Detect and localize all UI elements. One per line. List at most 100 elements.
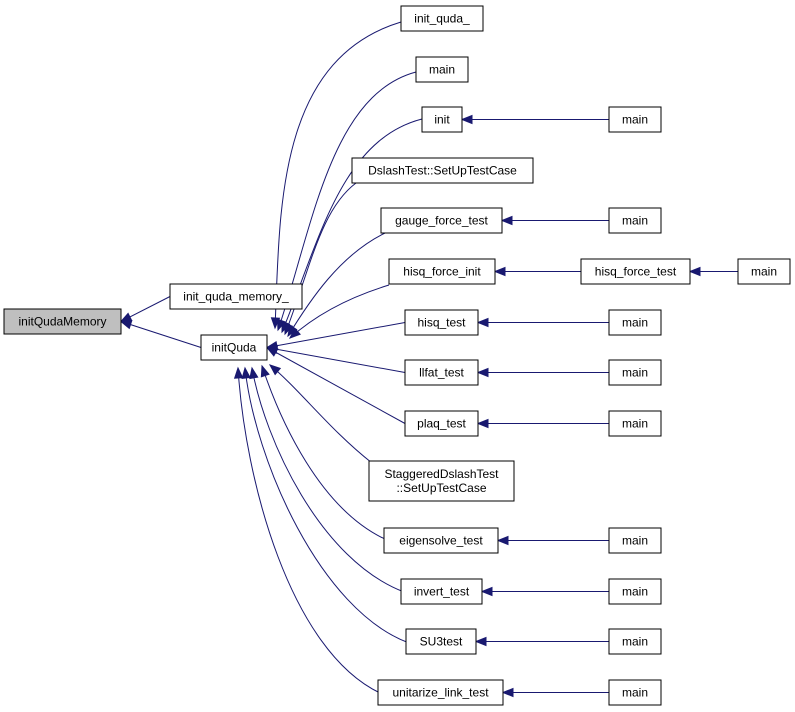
- node-plaq_test[interactable]: plaq_test: [404, 410, 479, 437]
- node-label: main: [622, 585, 648, 599]
- edge-main_hisq_force-to-hisq_force_test: [688, 266, 738, 277]
- edge-line: [274, 21, 402, 329]
- node-box[interactable]: [421, 106, 463, 133]
- node-box[interactable]: [400, 5, 484, 32]
- node-box[interactable]: [380, 207, 503, 234]
- node-main_gauge[interactable]: main: [608, 207, 662, 234]
- edge-SU3test-to-initQuda: [241, 366, 410, 644]
- edge-line: [261, 365, 388, 541]
- node-box[interactable]: [580, 258, 691, 285]
- edge-arrowhead: [476, 367, 489, 378]
- edge-arrowhead: [496, 535, 509, 546]
- node-label: llfat_test: [419, 366, 464, 380]
- node-box[interactable]: [608, 679, 662, 706]
- edge-line: [251, 367, 405, 593]
- node-label: main: [751, 265, 777, 279]
- node-box[interactable]: [200, 334, 268, 361]
- node-box[interactable]: [388, 258, 496, 285]
- edge-arrowhead: [233, 366, 244, 379]
- node-main_eigen[interactable]: main: [608, 527, 662, 554]
- edge-arrowhead: [688, 266, 701, 277]
- edge-StaggeredDslashTest_SetUpTestCase-to-initQuda: [268, 364, 373, 464]
- node-label: main: [622, 635, 648, 649]
- edge-hisq_force_test-to-hisq_force_init: [493, 266, 581, 277]
- node-label: main: [622, 214, 648, 228]
- node-label: hisq_force_test: [595, 265, 677, 279]
- node-box[interactable]: [405, 628, 477, 655]
- edge-arrowhead: [474, 636, 487, 647]
- edge-arrowhead: [249, 366, 259, 380]
- edge-main_llfat-to-llfat_test: [476, 367, 609, 378]
- node-main_invert[interactable]: main: [608, 578, 662, 605]
- node-label: initQudaMemory: [18, 315, 106, 329]
- node-SU3test[interactable]: SU3test: [405, 628, 477, 655]
- node-main_unitarize[interactable]: main: [608, 679, 662, 706]
- node-box[interactable]: [608, 578, 662, 605]
- edge-arrowhead: [476, 418, 489, 429]
- edge-arrowhead: [493, 266, 506, 277]
- node-label: unitarize_link_test: [392, 686, 489, 700]
- node-label: main: [429, 63, 455, 77]
- node-initQuda[interactable]: initQuda: [200, 334, 268, 361]
- node-box[interactable]: [368, 460, 515, 502]
- node-label: main: [622, 417, 648, 431]
- edge-main_su3-to-SU3test: [474, 636, 609, 647]
- node-box[interactable]: [3, 308, 122, 335]
- node-label: eigensolve_test: [399, 534, 483, 548]
- node-box[interactable]: [377, 679, 504, 706]
- node-box[interactable]: [351, 157, 534, 184]
- edge-arrowhead: [265, 346, 279, 357]
- node-DslashTest_SetUpTestCase[interactable]: DslashTest::SetUpTestCase: [351, 157, 534, 184]
- node-StaggeredDslashTest_SetUpTestCase[interactable]: StaggeredDslashTest::SetUpTestCase: [368, 460, 515, 502]
- node-init[interactable]: init: [421, 106, 463, 133]
- node-main_hisq_force[interactable]: main: [737, 258, 791, 285]
- node-box[interactable]: [383, 527, 499, 554]
- edge-arrowhead: [460, 114, 473, 125]
- node-box[interactable]: [608, 207, 662, 234]
- node-label: gauge_force_test: [395, 214, 488, 228]
- node-main_su3[interactable]: main: [608, 628, 662, 655]
- node-box[interactable]: [404, 309, 479, 336]
- node-box[interactable]: [404, 359, 479, 386]
- edge-line: [289, 284, 390, 339]
- node-hisq_test[interactable]: hisq_test: [404, 309, 479, 336]
- edge-initQuda-to-initQudaMemory: [119, 320, 202, 348]
- edge-arrowhead: [476, 317, 489, 328]
- node-initQudaMemory[interactable]: initQudaMemory: [3, 308, 122, 335]
- node-box[interactable]: [608, 359, 662, 386]
- edge-line: [266, 347, 406, 373]
- node-hisq_force_test[interactable]: hisq_force_test: [580, 258, 691, 285]
- node-llfat_test[interactable]: llfat_test: [404, 359, 479, 386]
- edge-invert_test-to-initQuda: [249, 366, 405, 593]
- node-main_plaq[interactable]: main: [608, 410, 662, 437]
- node-main_hisq[interactable]: main: [608, 309, 662, 336]
- edge-line: [269, 364, 373, 464]
- node-box[interactable]: [400, 578, 483, 605]
- edge-main_unitarize-to-unitarize_link_test: [501, 687, 609, 698]
- node-box[interactable]: [737, 258, 791, 285]
- node-hisq_force_init[interactable]: hisq_force_init: [388, 258, 496, 285]
- edge-unitarize_link_test-to-initQuda: [233, 366, 381, 694]
- node-unitarize_link_test[interactable]: unitarize_link_test: [377, 679, 504, 706]
- node-main_init[interactable]: main: [608, 106, 662, 133]
- node-box[interactable]: [608, 410, 662, 437]
- edge-main_hisq-to-hisq_test: [476, 317, 609, 328]
- node-box[interactable]: [608, 106, 662, 133]
- node-init_quda_[interactable]: init_quda_: [400, 5, 484, 32]
- node-box[interactable]: [415, 56, 469, 83]
- node-label: invert_test: [414, 585, 470, 599]
- node-box[interactable]: [608, 527, 662, 554]
- node-label: main: [622, 316, 648, 330]
- node-box[interactable]: [608, 309, 662, 336]
- node-invert_test[interactable]: invert_test: [400, 578, 483, 605]
- node-eigensolve_test[interactable]: eigensolve_test: [383, 527, 499, 554]
- node-box[interactable]: [169, 283, 303, 310]
- node-init_quda_memory_[interactable]: init_quda_memory_: [169, 283, 303, 310]
- node-box[interactable]: [404, 410, 479, 437]
- node-main_a[interactable]: main: [415, 56, 469, 83]
- node-box[interactable]: [608, 628, 662, 655]
- node-gauge_force_test[interactable]: gauge_force_test: [380, 207, 503, 234]
- node-main_llfat[interactable]: main: [608, 359, 662, 386]
- edge-line: [287, 232, 386, 337]
- node-label: main: [622, 366, 648, 380]
